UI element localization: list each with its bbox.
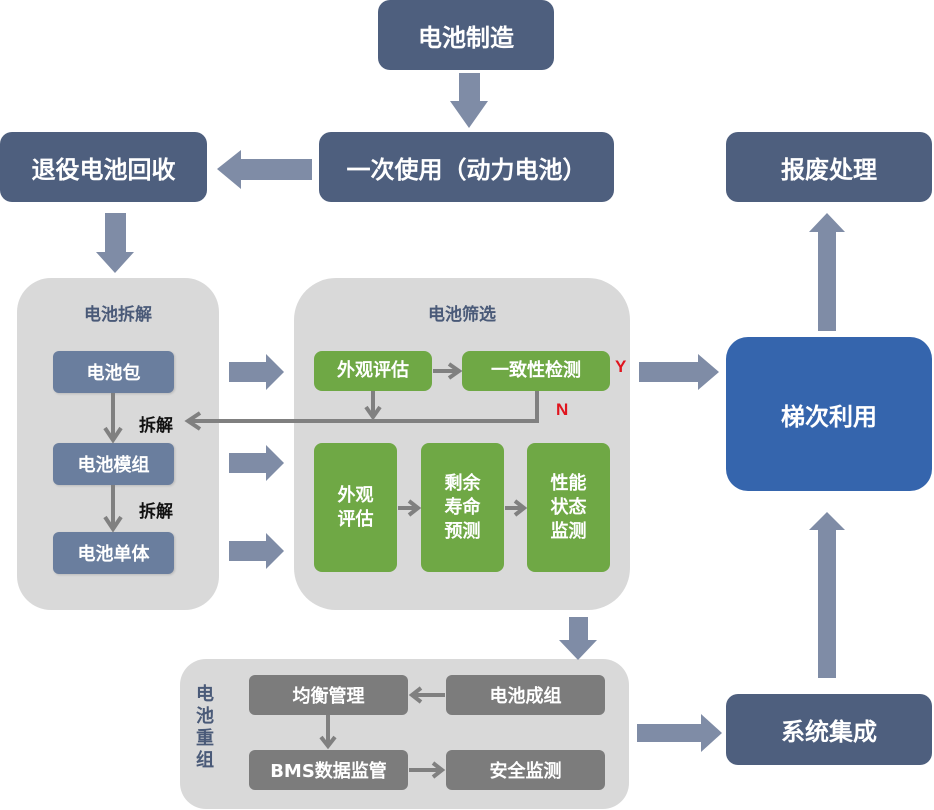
node-cascade-use: 梯次利用 [726,337,932,491]
label-disassemble-1: 拆解 [139,416,173,436]
node-remaining-life-prediction: 剩余 寿命 预测 [421,443,504,572]
block-arrow-down-manufacture [450,73,488,128]
node-appearance-eval: 外观评估 [314,351,432,391]
node-label-line: 评估 [337,508,374,530]
panel-disassembly-title: 电池拆解 [84,305,152,325]
block-arrow-right-cascade [639,354,719,390]
node-battery-cell: 电池单体 [53,532,174,574]
node-system-integration: 系统集成 [726,694,932,765]
node-label: 一次使用（动力电池） [346,155,587,184]
block-arrow-right-module [229,445,284,481]
node-label: 电池成组 [489,686,562,707]
node-label: 系统集成 [781,718,877,746]
node-label-line: 性能 [550,472,587,494]
title-char: 重 [196,728,214,749]
node-label: 一致性检测 [491,360,581,381]
node-first-use: 一次使用（动力电池） [319,132,614,202]
block-arrow-right-system [637,714,722,752]
node-label-line: 剩余 [444,472,481,494]
node-label: 报废处理 [781,155,877,184]
node-label: 电池包 [86,363,141,384]
node-battery-module: 电池模组 [53,443,174,485]
panel-screening-title: 电池筛选 [428,305,496,325]
block-arrow-up-scrap [809,213,845,331]
block-arrow-down-disassembly [96,213,134,273]
node-label: 电池单体 [77,544,150,565]
node-label-line: 寿命 [444,496,481,518]
node-label: 电池制造 [418,23,514,52]
node-battery-pack: 电池包 [53,351,174,393]
node-label-line: 预测 [444,520,481,542]
node-scrap-disposal: 报废处理 [726,132,932,202]
node-consistency-test: 一致性检测 [462,351,610,391]
node-label-line: 状态 [550,496,587,518]
node-safety-monitoring: 安全监测 [446,750,605,790]
node-performance-monitoring: 性能 状态 监测 [527,443,610,572]
node-label: 电池模组 [77,455,150,476]
node-label: 梯次利用 [781,402,877,431]
block-arrow-left-recycle [217,150,312,189]
node-label-line: 外观 [337,484,374,506]
node-label: 退役电池回收 [31,155,176,184]
title-char: 组 [196,750,214,771]
panel-regroup-title: 电 池 重 组 [195,684,215,772]
node-label: 安全监测 [489,761,562,782]
block-arrow-down-regroup [559,617,597,660]
node-bms-data-supervision: BMS数据监管 [249,750,408,790]
label-disassemble-2: 拆解 [139,502,173,522]
node-label-line: 监测 [550,520,587,542]
block-arrow-right-cell [229,533,284,569]
block-arrow-right-pack [229,354,284,390]
node-label: 外观评估 [337,360,409,381]
label-yes: Y [615,357,627,376]
node-label: BMS数据监管 [270,761,387,782]
node-battery-grouping: 电池成组 [446,675,605,715]
node-retired-battery-recycle: 退役电池回收 [0,132,207,202]
block-arrow-up-cascade [809,512,845,678]
node-balance-management: 均衡管理 [249,675,408,715]
node-label: 均衡管理 [292,686,365,707]
title-char: 池 [196,706,214,727]
node-appearance-eval-detail: 外观 评估 [314,443,397,572]
label-no: N [556,400,569,419]
node-battery-manufacture: 电池制造 [378,0,554,70]
title-char: 电 [196,684,214,705]
